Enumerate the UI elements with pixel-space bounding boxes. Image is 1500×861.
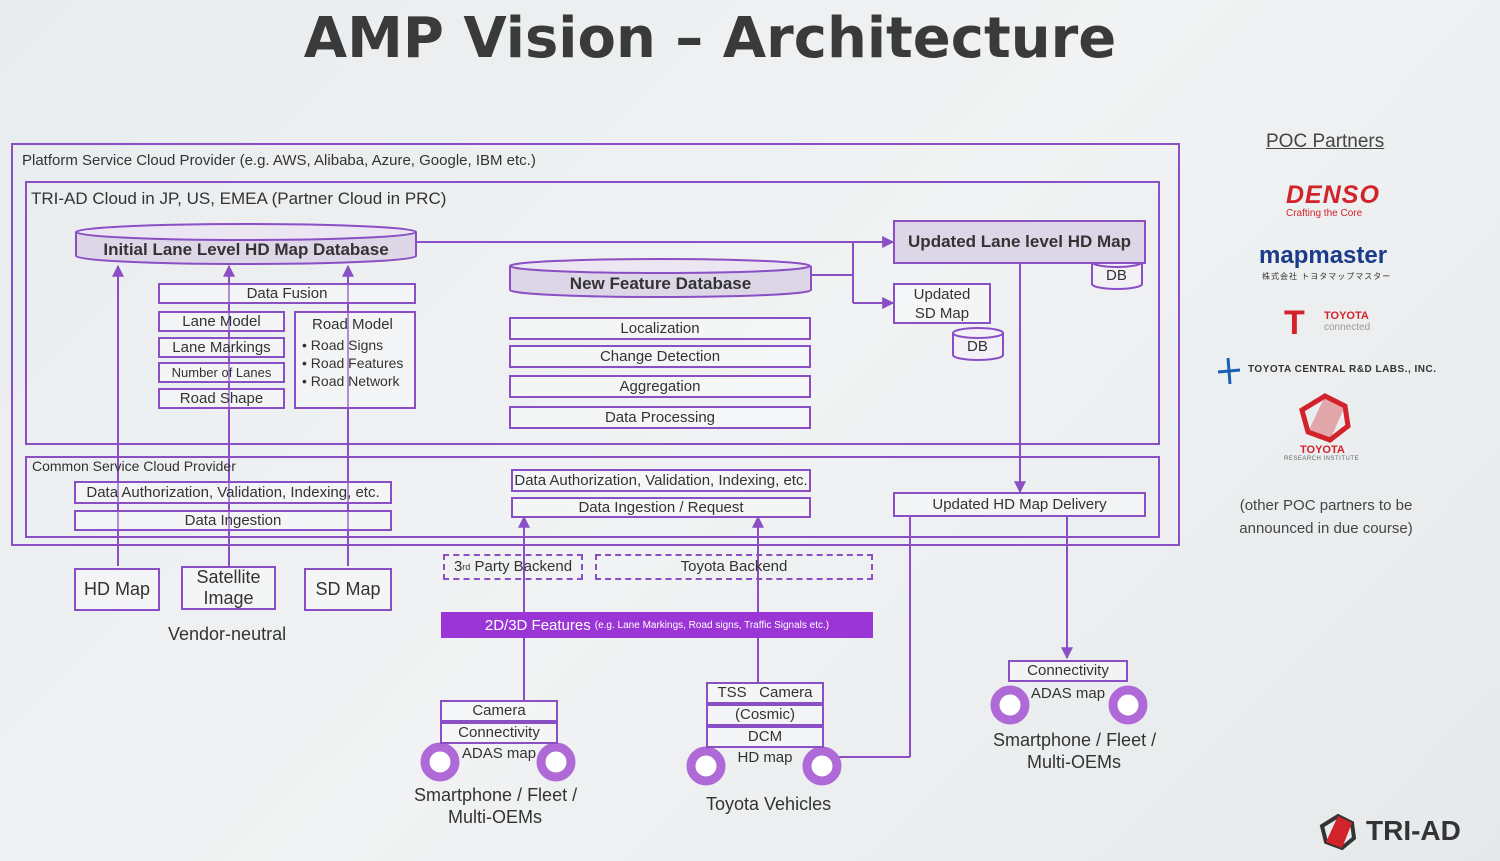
new-feature-db-cylinder	[509, 266, 812, 299]
updated-hd-map-box: Updated Lane level HD Map	[893, 220, 1146, 264]
toyota-connected-brand: TOYOTA	[1324, 310, 1369, 322]
v2-hdmap-row: HD map	[737, 749, 793, 766]
v3-label-1: Smartphone / Fleet /	[993, 730, 1157, 750]
denso-logo: DENSO	[1286, 181, 1380, 209]
v2-label: Toyota Vehicles	[706, 794, 832, 814]
tri-sub: RESEARCH INSTITUTE	[1284, 456, 1360, 462]
v1-camera-row: Camera	[440, 700, 558, 722]
satellite-image-source: Satellite Image	[181, 566, 276, 610]
v3-connectivity-row: Connectivity	[1008, 660, 1128, 682]
platform-label: Platform Service Cloud Provider (e.g. AW…	[22, 152, 536, 169]
aggregation-box: Aggregation	[509, 375, 811, 398]
tcrdl-name: TOYOTA CENTRAL R&D LABS., INC.	[1248, 364, 1437, 375]
toyota-connected-sub: connected	[1324, 322, 1371, 333]
hd-map-source: HD Map	[74, 568, 160, 611]
features-note: (e.g. Lane Markings, Road signs, Traffic…	[594, 619, 830, 631]
v2-dcm-row: DCM	[706, 726, 824, 748]
db-cylinder-hd	[1091, 262, 1143, 290]
page-title: AMP Vision – Architecture	[303, 6, 1117, 71]
road-features-item: Road Features	[302, 354, 404, 372]
toyota-backend-box: Toyota Backend	[595, 554, 873, 580]
wheel-icon	[990, 685, 1030, 725]
third-party-prefix: 3	[453, 558, 463, 575]
wheel-icon	[802, 746, 842, 786]
wheel-icon	[420, 742, 460, 782]
road-model-list: Road Model Road Signs Road Features Road…	[302, 316, 404, 390]
v1-label-1: Smartphone / Fleet /	[414, 785, 578, 805]
road-shape-box: Road Shape	[158, 388, 285, 409]
lane-markings-box: Lane Markings	[158, 337, 285, 358]
third-party-sup: rd	[462, 561, 471, 572]
road-model-title: Road Model	[312, 316, 393, 333]
v3-label-2: Multi-OEMs	[1027, 752, 1121, 772]
mapmaster-logo: mapmaster	[1259, 242, 1388, 269]
features-main: 2D/3D Features	[484, 616, 591, 634]
triad-brand: TRI-AD	[1366, 815, 1461, 846]
tri-logo-icon	[1299, 393, 1351, 443]
db-label-sd: DB	[967, 338, 988, 355]
denso-tagline: Crafting the Core	[1286, 208, 1363, 219]
third-party-suffix: Party Backend	[470, 558, 573, 575]
sd-map-source: SD Map	[304, 568, 392, 611]
initial-db-label: Initial Lane Level HD Map Database	[103, 240, 389, 259]
satellite-line-1: Satellite	[196, 567, 261, 587]
left-auth-box: Data Authorization, Validation, Indexing…	[74, 481, 392, 504]
v1-connectivity-row: Connectivity	[440, 722, 558, 744]
satellite-line-2: Image	[203, 588, 254, 608]
change-detection-box: Change Detection	[509, 345, 811, 368]
data-processing-box: Data Processing	[509, 406, 811, 429]
road-network-item: Road Network	[302, 372, 403, 390]
tri-brand: TOYOTA	[1300, 444, 1345, 456]
v2-tss-row: TSS Camera	[706, 682, 824, 704]
new-feature-db-label: New Feature Database	[569, 274, 752, 293]
features-bar: 2D/3D Features (e.g. Lane Markings, Road…	[441, 612, 873, 638]
v3-adas-row: ADAS map	[1030, 685, 1106, 702]
common-service-label: Common Service Cloud Provider	[32, 458, 236, 474]
v1-label-2: Multi-OEMs	[448, 807, 542, 827]
common-service-frame	[25, 456, 1160, 538]
mapmaster-tagline: 株式会社 トヨタマップマスター	[1262, 272, 1392, 281]
wheel-icon	[1108, 685, 1148, 725]
middle-auth-box: Data Authorization, Validation, Indexing…	[511, 469, 811, 492]
db-cylinder-sd	[952, 333, 1004, 361]
updated-sd-line-1: Updated	[913, 285, 971, 303]
toyota-connected-mark-icon: T	[1284, 304, 1305, 342]
number-of-lanes-box: Number of Lanes	[158, 362, 285, 383]
updated-sd-map-box: Updated SD Map	[893, 283, 991, 324]
data-fusion-box: Data Fusion	[158, 283, 416, 304]
vendor-neutral-label: Vendor-neutral	[168, 624, 287, 644]
triad-cloud-label: TRI-AD Cloud in JP, US, EMEA (Partner Cl…	[31, 189, 447, 208]
wheel-icon	[536, 742, 576, 782]
localization-box: Localization	[509, 317, 811, 340]
tcrdl-logo-icon	[1217, 357, 1241, 385]
platform-frame	[11, 143, 1180, 546]
other-partners-note: (other POC partners to be announced in d…	[1239, 497, 1413, 537]
wheel-icon	[686, 746, 726, 786]
triad-cloud-frame	[25, 181, 1160, 445]
updated-hd-map-delivery-box: Updated HD Map Delivery	[893, 492, 1146, 517]
road-signs-item: Road Signs	[302, 336, 403, 354]
lane-model-box: Lane Model	[158, 311, 285, 332]
v1-adas-row: ADAS map	[461, 745, 537, 762]
initial-db-cylinder	[75, 232, 417, 265]
poc-partners-title: POC Partners	[1266, 131, 1385, 152]
triad-logo-icon	[1319, 813, 1357, 851]
middle-ingestion-box: Data Ingestion / Request	[511, 497, 811, 518]
db-label-hd: DB	[1106, 267, 1127, 284]
left-ingestion-box: Data Ingestion	[74, 510, 392, 531]
v2-cosmic-row: (Cosmic)	[706, 704, 824, 726]
updated-sd-line-2: SD Map	[914, 304, 970, 322]
